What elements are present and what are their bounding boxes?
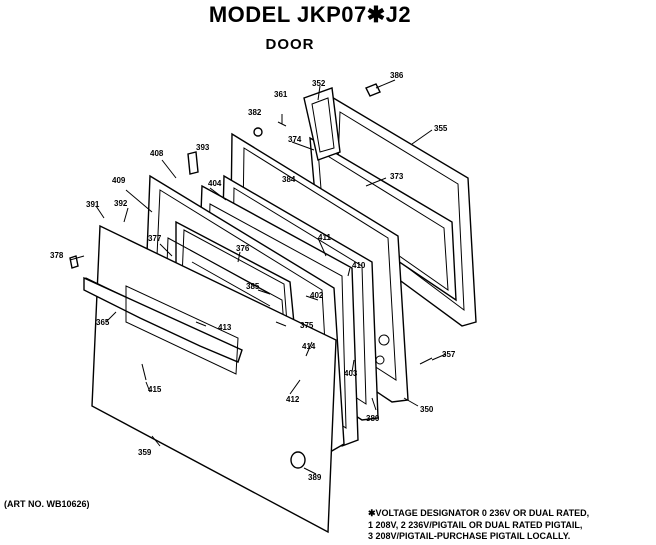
section-title: DOOR [265, 36, 315, 53]
part-label-411: 411 [318, 233, 331, 242]
voltage-note-line: ✱VOLTAGE DESIGNATOR 0 236V OR DUAL RATED… [368, 508, 590, 518]
voltage-note-line: 3 208V/PIGTAIL-PURCHASE PIGTAIL LOCALLY. [368, 531, 571, 541]
part-label-359: 359 [138, 448, 152, 457]
part-label-375: 375 [300, 321, 314, 330]
art-number: (ART NO. WB10626) [4, 499, 90, 509]
part-label-389: 389 [308, 473, 322, 482]
part-label-412: 412 [286, 395, 300, 404]
part-label-357: 357 [442, 350, 456, 359]
voltage-note: ✱VOLTAGE DESIGNATOR 0 236V OR DUAL RATED… [368, 508, 589, 543]
voltage-note-line: 1 208V, 2 236V/PIGTAIL OR DUAL RATED PIG… [368, 519, 583, 530]
part-label-392: 392 [114, 199, 128, 208]
part-label-378: 378 [50, 251, 64, 260]
part-label-376: 376 [236, 244, 250, 253]
part-label-410: 410 [352, 261, 366, 270]
part-label-385: 385 [246, 282, 260, 291]
window-frame [309, 136, 457, 302]
part-label-404: 404 [208, 179, 222, 188]
part-label-384: 384 [282, 175, 296, 184]
part-label-414: 414 [302, 342, 316, 351]
part-label-393: 393 [196, 143, 210, 152]
part-label-352: 352 [312, 79, 326, 88]
part-label-380: 380 [366, 414, 380, 423]
part-label-413: 413 [218, 323, 232, 332]
model-title: MODEL JKP07✱J2 [208, 2, 412, 27]
part-label-415: 415 [148, 385, 162, 394]
part-label-382: 382 [248, 108, 262, 117]
gasket-strip [303, 87, 341, 161]
part-label-391: 391 [86, 200, 100, 209]
part-label-355: 355 [434, 124, 448, 133]
front-outer-door [83, 224, 337, 534]
part-number-labels: 386 352 355 361 382 374 373 384 393 408 … [50, 71, 456, 482]
small-parts [69, 83, 433, 469]
part-label-402: 402 [310, 291, 324, 300]
part-label-374: 374 [288, 135, 302, 144]
part-label-377: 377 [148, 234, 162, 243]
part-label-365: 365 [96, 318, 110, 327]
part-label-403: 403 [344, 369, 358, 378]
part-label-409: 409 [112, 176, 126, 185]
part-label-350: 350 [420, 405, 434, 414]
part-label-373: 373 [390, 172, 404, 181]
part-label-361: 361 [274, 90, 288, 99]
part-label-408: 408 [150, 149, 164, 158]
leader-lines [69, 79, 447, 475]
part-label-386: 386 [390, 71, 404, 80]
